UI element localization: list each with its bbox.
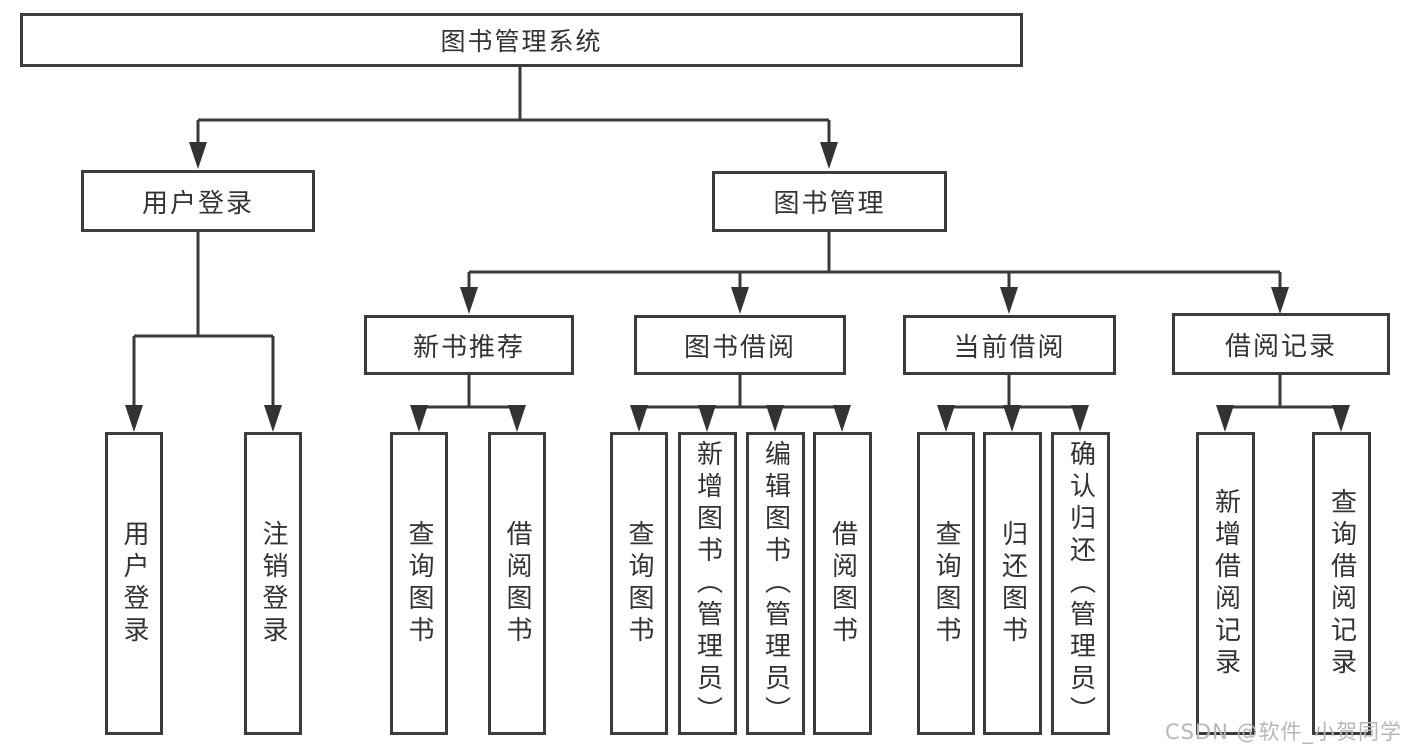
leaf-user-login: 用户登录 xyxy=(105,432,163,735)
leaf-query-books-recommend: 查询图书 xyxy=(390,432,448,735)
node-book-borrow: 图书借阅 xyxy=(634,315,846,375)
leaf-label: 借阅图书 xyxy=(502,519,533,648)
arrowhead-icon xyxy=(410,405,428,432)
leaf-query-borrow-record: 查询借阅记录 xyxy=(1312,432,1371,735)
arrowhead-icon xyxy=(1271,287,1289,314)
leaf-label: 查询图书 xyxy=(404,519,435,648)
leaf-label: 新增图书（管理员） xyxy=(692,439,723,728)
leaf-add-borrow-record: 新增借阅记录 xyxy=(1196,432,1255,735)
leaf-label: 编辑图书（管理员） xyxy=(760,439,791,728)
leaf-query-books-current: 查询图书 xyxy=(917,432,975,735)
arrowhead-icon xyxy=(630,405,648,432)
node-current-borrow: 当前借阅 xyxy=(903,315,1116,375)
leaf-borrow-books-borrow: 借阅图书 xyxy=(813,432,872,735)
leaf-confirm-return-admin: 确认归还（管理员） xyxy=(1051,432,1110,735)
arrowhead-icon xyxy=(125,405,143,432)
leaf-logout: 注销登录 xyxy=(244,432,302,735)
arrowhead-icon xyxy=(1000,287,1018,314)
leaf-label: 用户登录 xyxy=(119,519,150,648)
leaf-label: 确认归还（管理员） xyxy=(1065,439,1096,728)
node-user-login: 用户登录 xyxy=(81,170,315,232)
arrowhead-icon xyxy=(820,142,838,169)
arrowhead-icon xyxy=(698,405,716,432)
arrowhead-icon xyxy=(460,287,478,314)
leaf-query-books-borrow: 查询图书 xyxy=(610,432,668,735)
node-book-management: 图书管理 xyxy=(712,171,947,232)
arrowheads xyxy=(125,142,1350,432)
leaf-label: 新增借阅记录 xyxy=(1210,487,1241,680)
node-root: 图书管理系统 xyxy=(20,13,1023,67)
arrowhead-icon xyxy=(1216,405,1234,432)
leaf-label: 注销登录 xyxy=(258,519,289,648)
node-new-book-recommend: 新书推荐 xyxy=(364,315,574,375)
arrowhead-icon xyxy=(1003,405,1021,432)
arrowhead-icon xyxy=(766,405,784,432)
leaf-label: 查询借阅记录 xyxy=(1326,487,1357,680)
arrowhead-icon xyxy=(264,405,282,432)
leaf-label: 归还图书 xyxy=(997,519,1028,648)
leaf-edit-book-admin: 编辑图书（管理员） xyxy=(746,432,805,735)
leaf-label: 借阅图书 xyxy=(827,519,858,648)
arrowhead-icon xyxy=(833,405,851,432)
leaf-add-book-admin: 新增图书（管理员） xyxy=(678,432,737,735)
leaf-label: 查询图书 xyxy=(931,519,962,648)
node-borrow-record: 借阅记录 xyxy=(1172,313,1390,375)
arrowhead-icon xyxy=(189,142,207,169)
leaf-return-books: 归还图书 xyxy=(983,432,1042,735)
leaf-borrow-books-recommend: 借阅图书 xyxy=(488,432,546,735)
leaf-label: 查询图书 xyxy=(624,519,655,648)
arrowhead-icon xyxy=(731,287,749,314)
arrowhead-icon xyxy=(937,405,955,432)
arrowhead-icon xyxy=(1332,405,1350,432)
arrowhead-icon xyxy=(508,405,526,432)
watermark: CSDN @软件_小贺同学 xyxy=(1164,720,1402,744)
arrowhead-icon xyxy=(1071,405,1089,432)
